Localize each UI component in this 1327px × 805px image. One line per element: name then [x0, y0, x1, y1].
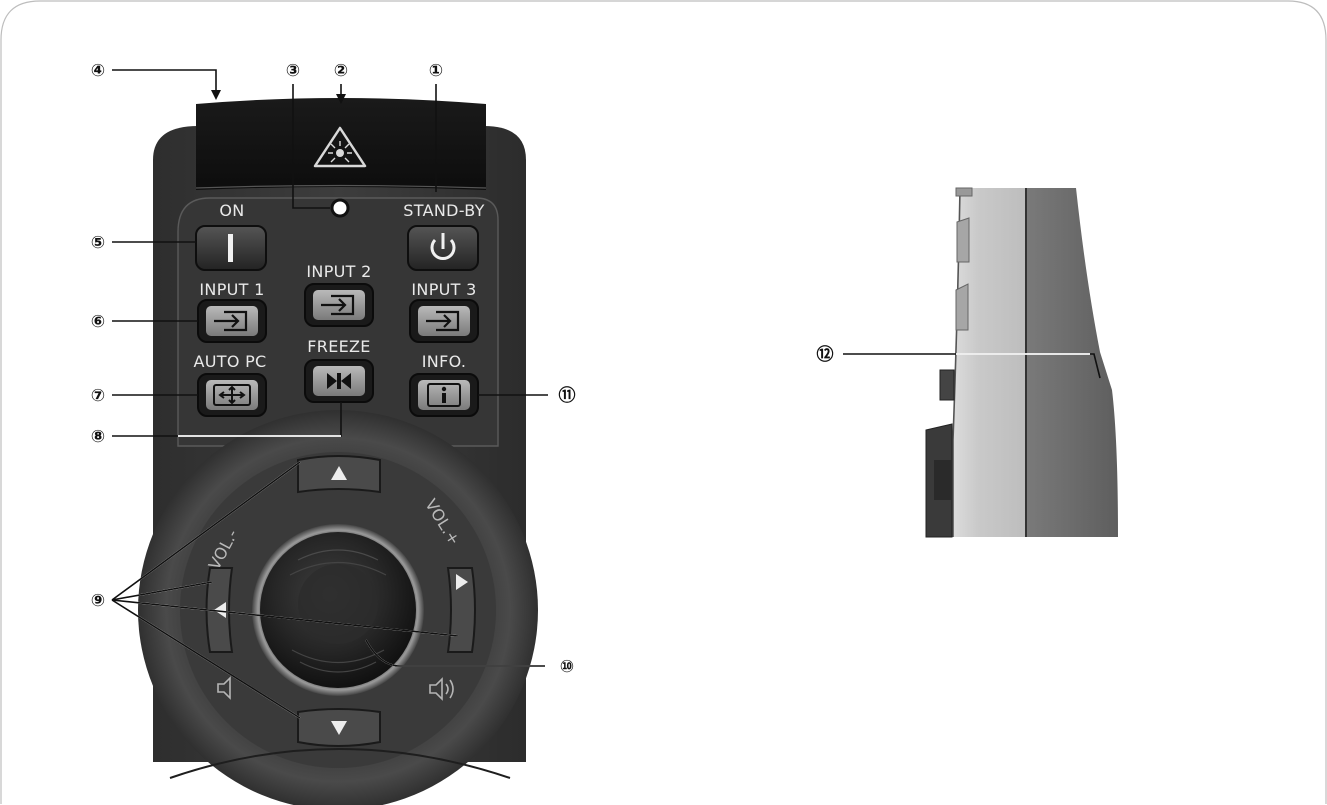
on-button[interactable]	[195, 225, 267, 271]
arrow-left-icon	[214, 602, 226, 618]
callout-6: ⑥	[91, 312, 105, 332]
info-button[interactable]	[409, 373, 479, 417]
laser-warning-icon	[313, 126, 367, 168]
callout-3: ③	[286, 61, 300, 81]
input1-button[interactable]	[197, 299, 267, 343]
arrow-left-button[interactable]	[205, 567, 234, 653]
callout-2: ②	[334, 61, 348, 81]
arrow-up-button[interactable]	[297, 455, 381, 494]
side-body-light	[953, 188, 1026, 537]
speaker-volume-icon	[429, 677, 454, 701]
label-input1: INPUT 1	[199, 280, 264, 299]
callout-9: ⑨	[91, 591, 105, 611]
callout-10: ⑩	[560, 657, 574, 677]
callout-7: ⑦	[91, 386, 105, 406]
side-button-4	[939, 369, 955, 401]
label-input2: INPUT 2	[306, 262, 371, 281]
callout-5: ⑤	[91, 233, 105, 253]
indicator-led	[330, 198, 350, 218]
info-icon	[427, 383, 461, 407]
remote-top-cap	[196, 98, 486, 190]
input-arrow-icon	[214, 310, 248, 332]
arrow-right-icon	[456, 574, 468, 590]
input-arrow-icon	[321, 294, 355, 316]
remote-top-edge	[195, 184, 487, 189]
label-freeze: FREEZE	[307, 337, 370, 356]
input-arrow-icon	[426, 310, 460, 332]
auto-pc-arrows-icon	[213, 384, 251, 406]
freeze-button[interactable]	[304, 359, 374, 403]
arrow-down-button[interactable]	[297, 708, 381, 747]
remote-lower-edge	[169, 748, 511, 779]
side-button-1	[955, 187, 973, 197]
input3-button[interactable]	[409, 299, 479, 343]
side-body-dark	[1026, 188, 1118, 537]
label-standby: STAND-BY	[403, 201, 484, 220]
label-info: INFO.	[422, 352, 466, 371]
arrow-right-button[interactable]	[446, 567, 476, 653]
power-on-bar-icon	[228, 234, 233, 262]
side-button-3	[955, 283, 969, 331]
remote-front-view	[138, 98, 538, 805]
callout-4: ④	[91, 61, 105, 81]
callout-11: ⑪	[559, 385, 576, 406]
arrow-down-icon	[331, 721, 347, 735]
side-button-2	[956, 217, 970, 263]
label-on: ON	[219, 201, 244, 220]
speaker-mute-icon	[217, 676, 231, 700]
callout-1: ①	[429, 61, 443, 81]
power-standby-icon	[430, 233, 456, 260]
standby-button[interactable]	[407, 225, 479, 271]
autopc-button[interactable]	[197, 373, 267, 417]
arrow-up-icon	[331, 466, 347, 480]
input2-button[interactable]	[304, 283, 374, 327]
label-input3: INPUT 3	[411, 280, 476, 299]
remote-side-view	[925, 187, 1118, 538]
joystick-pointer[interactable]	[252, 524, 424, 696]
callout-12: ⑫	[817, 344, 834, 365]
callout-8: ⑧	[91, 427, 105, 447]
freeze-icon	[327, 373, 351, 389]
label-autopc: AUTO PC	[193, 352, 266, 371]
